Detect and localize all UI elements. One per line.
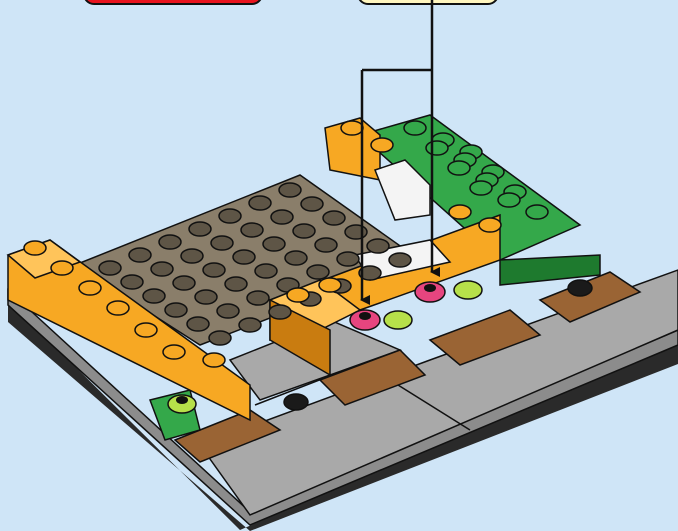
tan-stud: [189, 222, 211, 236]
tan-stud: [269, 305, 291, 319]
orange-stud: [371, 138, 393, 152]
tan-stud: [367, 239, 389, 253]
tan-stud: [165, 303, 187, 317]
tan-stud: [217, 304, 239, 318]
tan-stud: [219, 209, 241, 223]
orange-stud: [479, 218, 501, 232]
orange-stud: [203, 353, 225, 367]
tan-stud: [159, 235, 181, 249]
orange-stud: [163, 345, 185, 359]
tan-stud: [225, 277, 247, 291]
orange-stud: [319, 278, 341, 292]
tan-stud: [151, 262, 173, 276]
green-stud: [470, 181, 492, 195]
tan-stud: [187, 317, 209, 331]
tan-stud: [301, 197, 323, 211]
green-stud: [526, 205, 548, 219]
tan-stud: [307, 265, 329, 279]
orange-stud: [51, 261, 73, 275]
tan-stud: [121, 275, 143, 289]
tan-stud: [209, 331, 231, 345]
tan-stud: [263, 237, 285, 251]
tan-stud: [271, 210, 293, 224]
tan-stud: [143, 289, 165, 303]
orange-stud: [449, 205, 471, 219]
green-stud: [404, 121, 426, 135]
green-stud: [448, 161, 470, 175]
tan-stud: [233, 250, 255, 264]
tan-stud: [129, 248, 151, 262]
green-stud: [498, 193, 520, 207]
yellow-callout-tab: [358, 0, 498, 4]
tan-stud: [195, 290, 217, 304]
tan-stud: [249, 196, 271, 210]
tan-stud: [239, 318, 261, 332]
orange-stud: [79, 281, 101, 295]
tan-stud: [255, 264, 277, 278]
orange-stud: [135, 323, 157, 337]
tan-stud: [285, 251, 307, 265]
tan-stud: [337, 252, 359, 266]
orange-stud: [107, 301, 129, 315]
tan-stud: [247, 291, 269, 305]
tan-stud: [389, 253, 411, 267]
tan-stud: [173, 276, 195, 290]
orange-stud: [287, 288, 309, 302]
tan-stud: [211, 236, 233, 250]
orange-stud: [24, 241, 46, 255]
tan-stud: [345, 225, 367, 239]
tan-stud: [293, 224, 315, 238]
tan-stud: [181, 249, 203, 263]
tan-stud: [203, 263, 225, 277]
green-stud: [426, 141, 448, 155]
orange-stud: [341, 121, 363, 135]
tan-stud: [315, 238, 337, 252]
tan-stud: [99, 261, 121, 275]
tan-stud: [279, 183, 301, 197]
tan-stud: [323, 211, 345, 225]
tan-stud: [241, 223, 263, 237]
red-callout-tab: [84, 0, 262, 4]
